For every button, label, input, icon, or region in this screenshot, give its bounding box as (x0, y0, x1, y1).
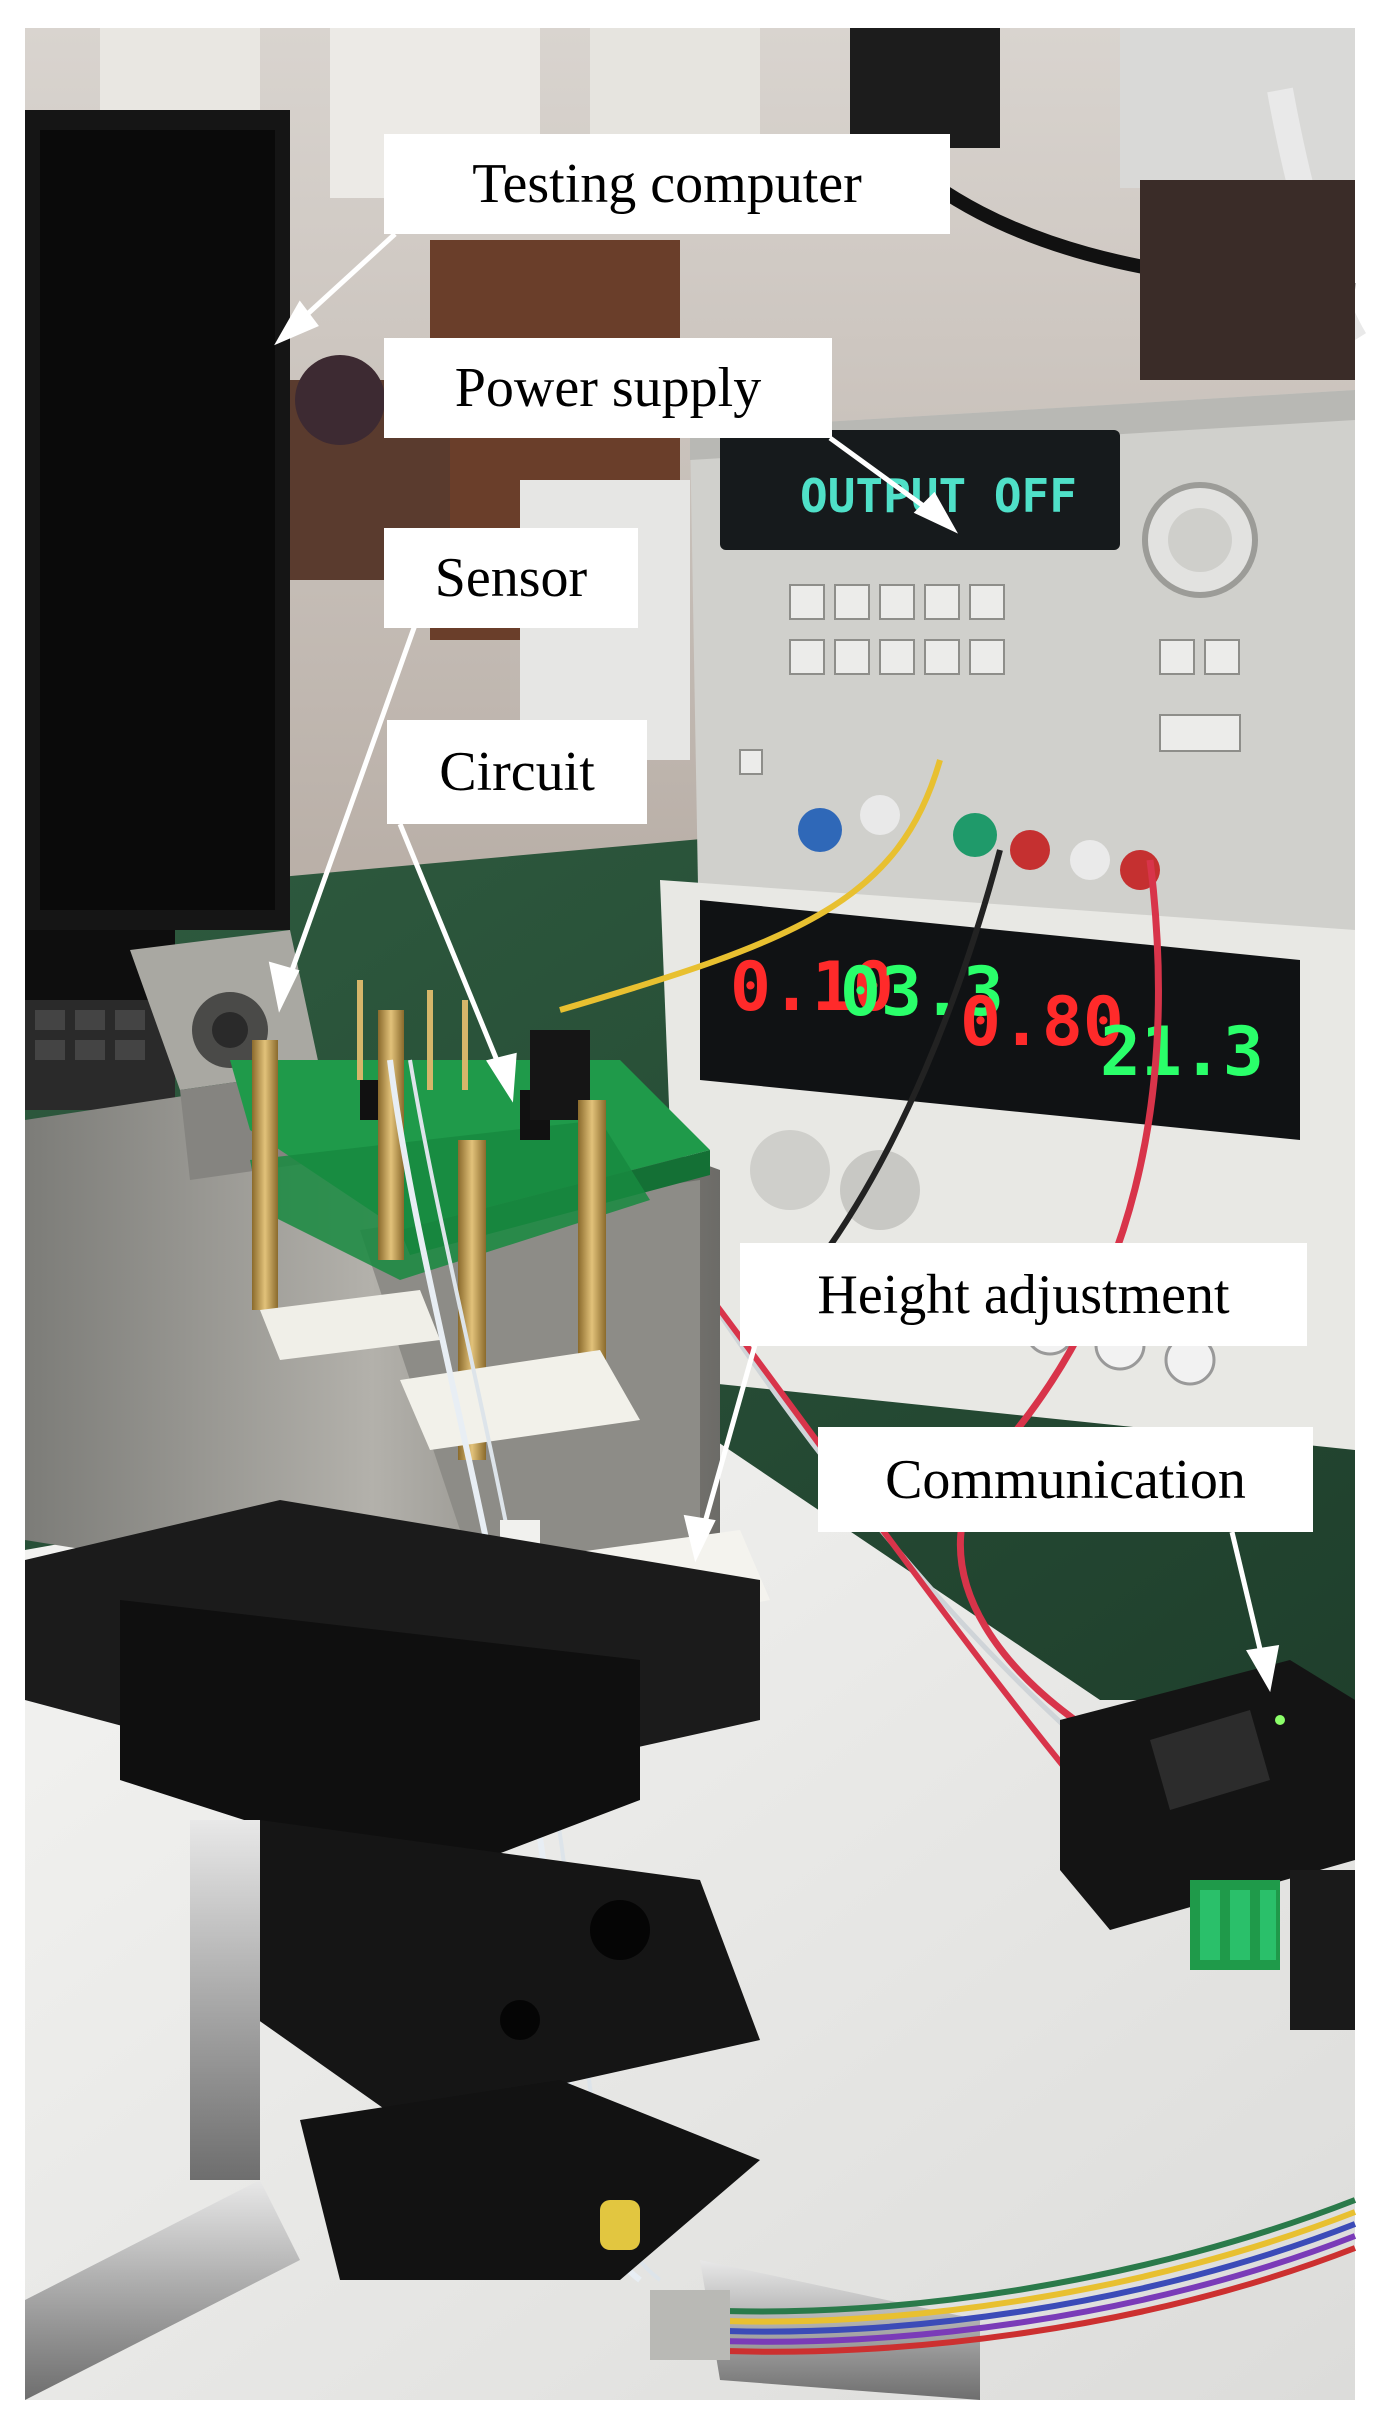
meter-reading-3: 0.80 (960, 983, 1124, 1062)
arrow-height-adjustment (697, 1344, 758, 1541)
meter-reading-2: 03.3 (840, 953, 1004, 1032)
meter-reading-1: 0.10 (730, 948, 894, 1027)
arrow-communication (1229, 1531, 1268, 1671)
meter-reading-4: 21.3 (1100, 1013, 1264, 1092)
label-height-adjustment: Height adjustment (740, 1243, 1307, 1346)
label-communication: Communication (818, 1427, 1313, 1532)
label-sensor: Sensor (384, 528, 638, 628)
arrow-power-supply (828, 435, 942, 521)
photo-content: OUTPUT OFF 0.10 03.3 0.80 21.3 (25, 28, 1367, 2400)
annotation-arrows (268, 232, 1280, 1693)
label-circuit: Circuit (387, 720, 647, 824)
label-power-supply: Power supply (384, 338, 832, 438)
label-testing-computer: Testing computer (384, 134, 950, 234)
arrow-sensor (282, 624, 418, 991)
arrow-circuit (397, 823, 508, 1081)
